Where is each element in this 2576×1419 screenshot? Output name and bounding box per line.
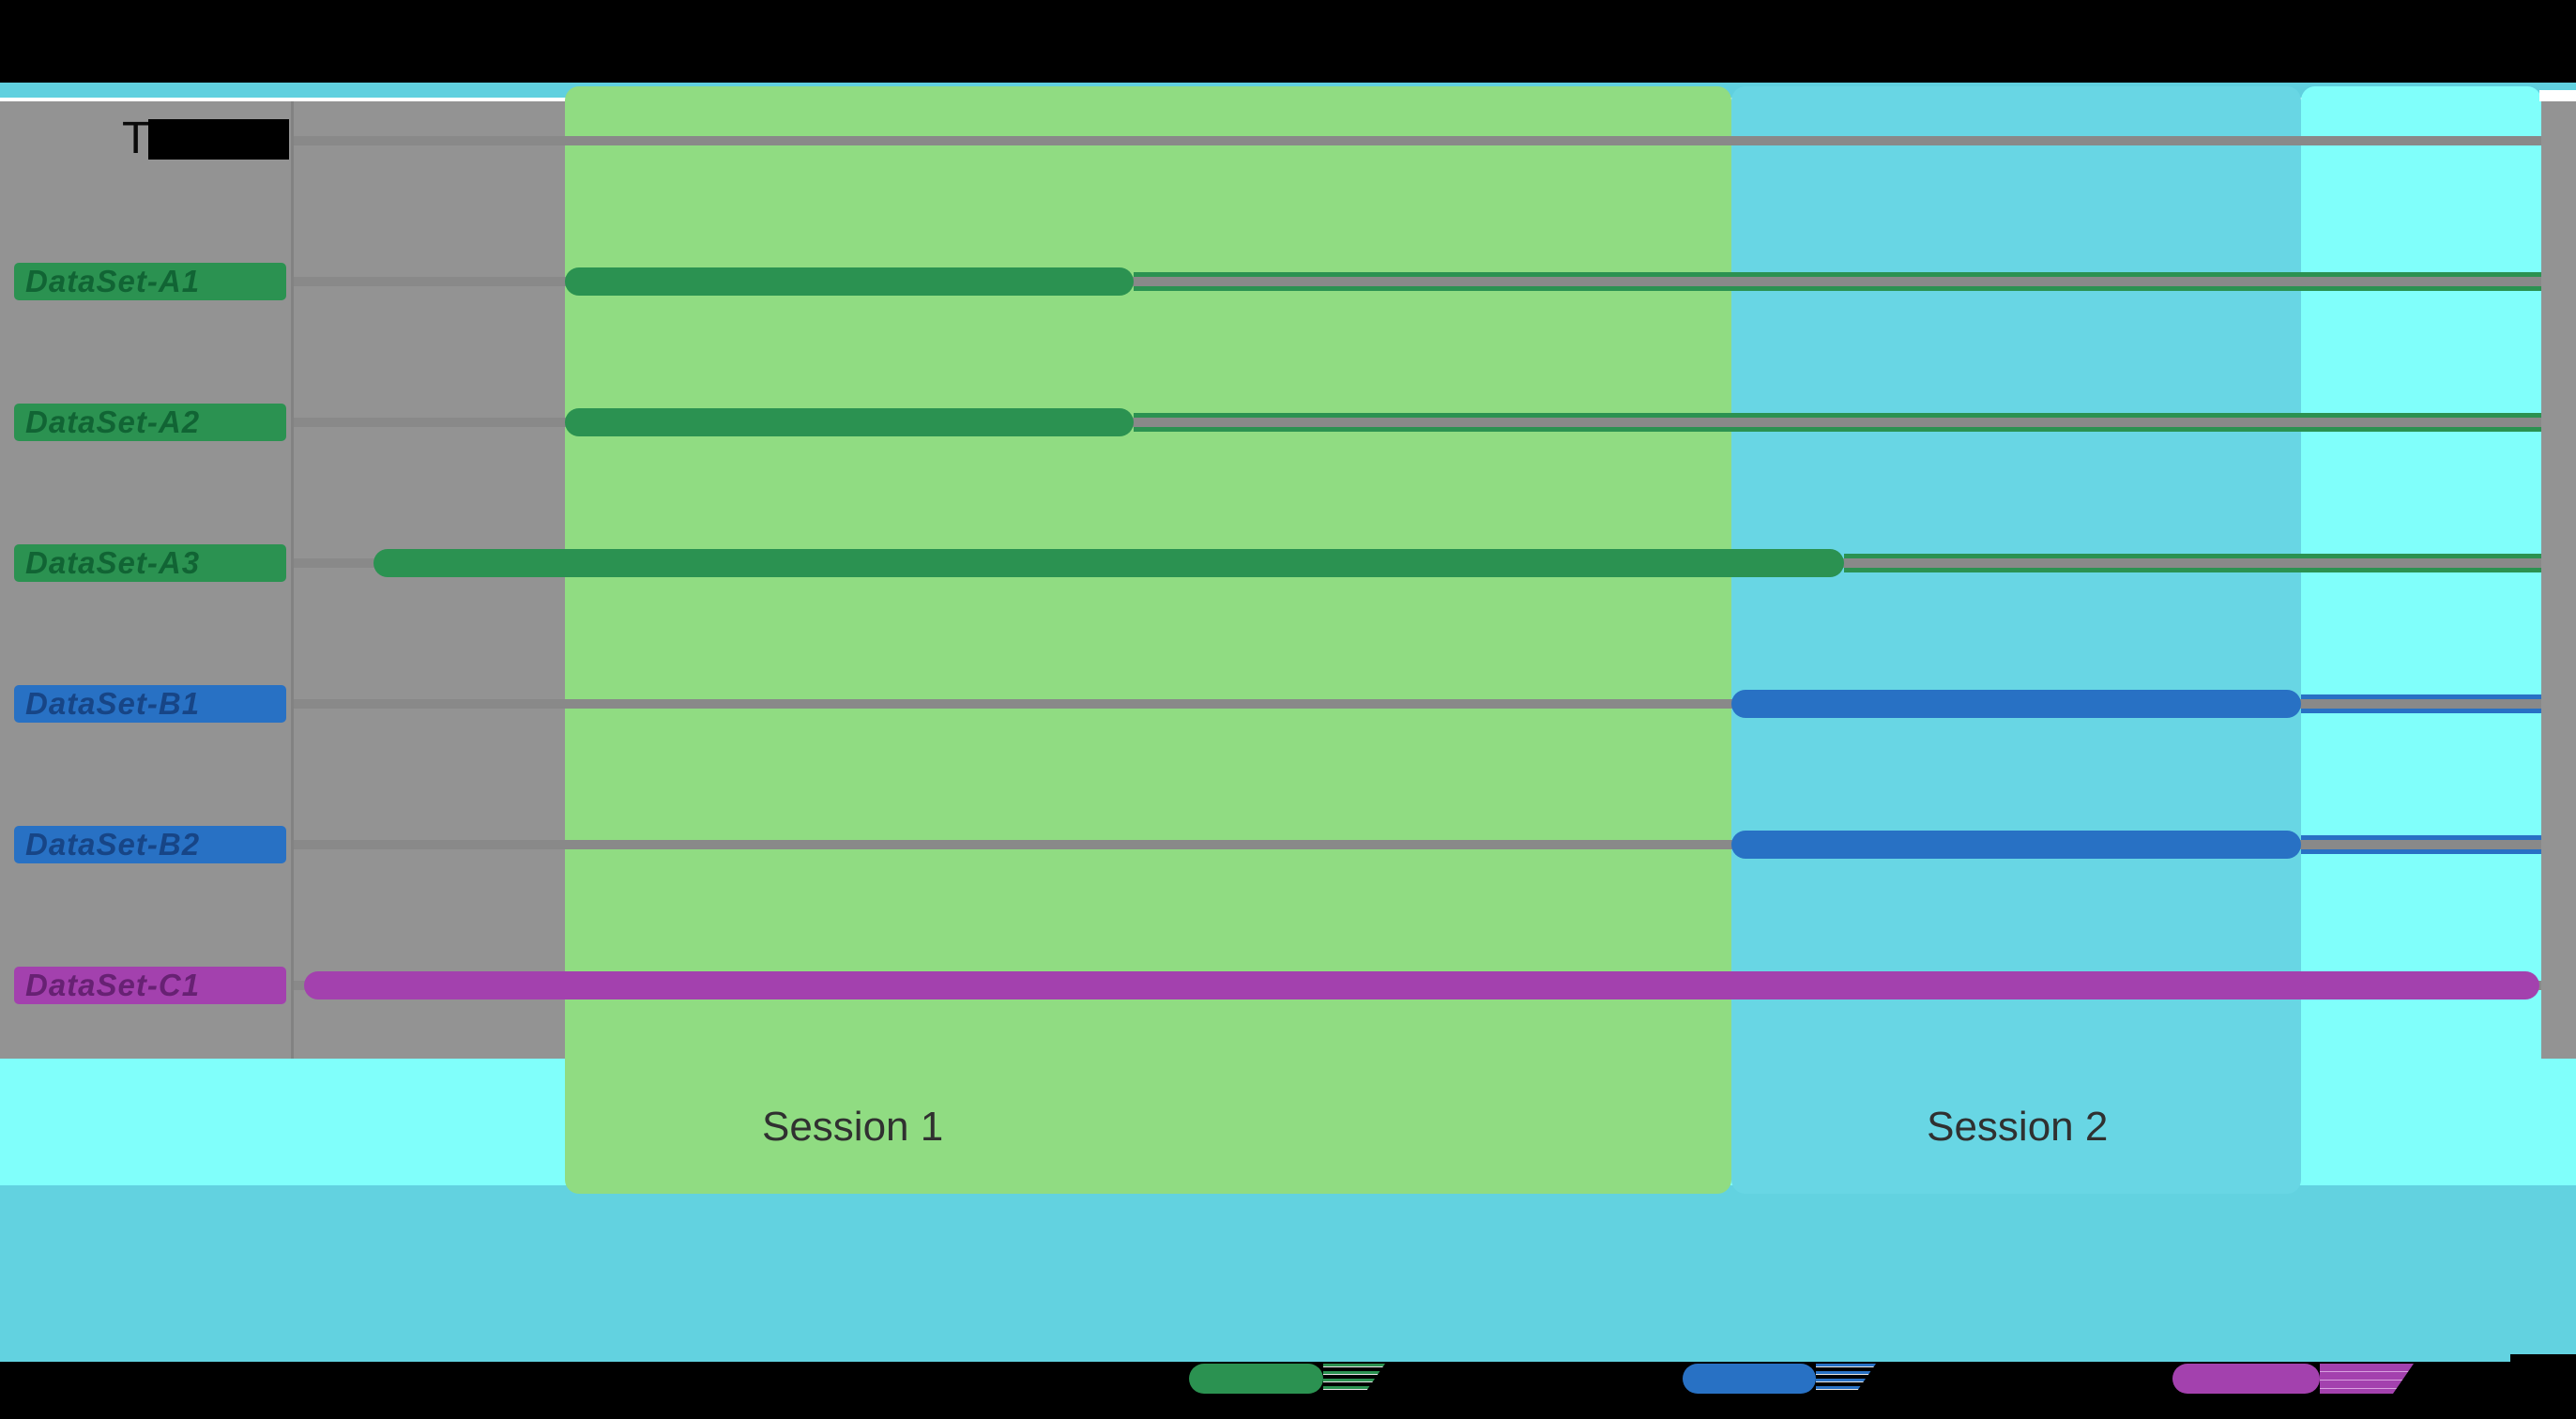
track-line-core	[1134, 418, 2541, 427]
y-axis-label-text: DataSet-A2	[25, 404, 201, 439]
track-line-core	[1844, 558, 2541, 568]
y-axis-label-text: DataSet-A3	[25, 545, 201, 580]
title-visible-letter: T	[122, 114, 150, 163]
y-axis-label-text: DataSet-A1	[25, 264, 201, 298]
gantt-bar-dataset-c1[interactable]	[303, 971, 2539, 999]
bottom-teal-band	[0, 1185, 2576, 1362]
gridline	[293, 840, 2541, 849]
gantt-bar-dataset-a2[interactable]	[564, 408, 1135, 436]
gridline	[293, 699, 2541, 709]
y-axis-label-dataset-a2: DataSet-A2	[14, 404, 286, 441]
top-redaction-bar	[0, 0, 2576, 83]
bottom-right-redaction	[2510, 1354, 2576, 1363]
y-axis-label-dataset-c1: DataSet-C1	[14, 967, 286, 1004]
y-axis-label-text: DataSet-B2	[25, 827, 201, 862]
gantt-bar-dataset-b1[interactable]	[1731, 690, 2301, 718]
track-line-core	[2300, 699, 2541, 709]
y-axis-label-text: DataSet-B1	[25, 686, 201, 721]
gantt-bar-dataset-a1[interactable]	[564, 267, 1135, 296]
y-axis-label-dataset-a3: DataSet-A3	[14, 544, 286, 582]
y-axis-label-dataset-b2: DataSet-B2	[14, 826, 286, 863]
chart-title-text: T	[122, 116, 149, 161]
gridline	[293, 136, 2541, 145]
track-line-core	[1134, 277, 2541, 286]
session-band-label: Session 2	[1927, 1104, 2109, 1150]
session-band-3	[2300, 86, 2541, 1184]
y-axis-label-dataset-b1: DataSet-B1	[14, 685, 286, 723]
gantt-bar-dataset-b2[interactable]	[1731, 831, 2301, 859]
track-line-core	[2300, 840, 2541, 849]
title-redaction-box	[148, 119, 289, 160]
y-axis-label-dataset-a1: DataSet-A1	[14, 263, 286, 300]
session-band-label: Session 1	[761, 1104, 944, 1150]
bottom-redaction-bar	[0, 1362, 2576, 1419]
top-right-notch	[2539, 90, 2576, 101]
session-band-2	[1731, 86, 2301, 1194]
gantt-bar-dataset-a3[interactable]	[373, 549, 1845, 577]
y-axis-line	[291, 101, 294, 1059]
session-band-1	[564, 86, 1732, 1194]
y-axis-label-text: DataSet-C1	[25, 968, 201, 1002]
